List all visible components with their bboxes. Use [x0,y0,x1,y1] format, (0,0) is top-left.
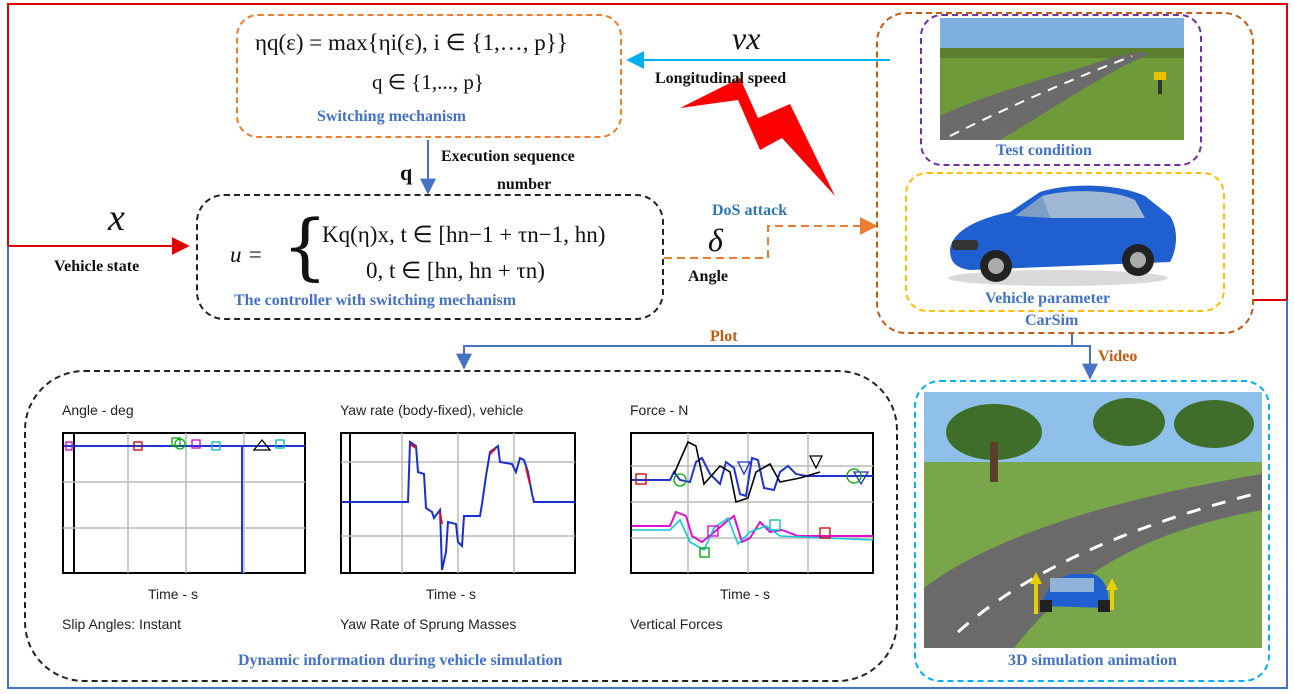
feedback-red-line [7,3,1288,301]
dos-attack-label: DoS attack [712,202,788,219]
plot-2-caption: Yaw Rate of Sprung Masses [340,616,517,632]
test-condition-box [920,14,1202,166]
vehicle-parameter-box [905,172,1225,312]
animation-image [924,392,1262,648]
plot-3-area [630,432,874,574]
speed-label: Longitudinal speed [655,70,787,87]
switching-formula-2: q ∈ {1,..., p} [372,70,484,94]
road-image [940,18,1184,140]
controller-brace: { [282,204,328,288]
sequence-label-2: number [497,176,552,193]
state-symbol: x [108,197,125,239]
angle-symbol: δ [708,222,723,258]
dos-lightning-icon [680,78,835,196]
state-label: Vehicle state [54,258,140,275]
video-label: Video [1098,348,1138,365]
angle-arrow [664,217,878,259]
sequence-symbol: q [400,160,413,185]
controller-box [196,194,664,320]
plot-1-xlabel: Time - s [148,586,199,602]
controller-lhs: u = [230,242,263,267]
plot-2-area [340,432,576,574]
animation-box [914,380,1270,682]
plot-3-caption: Vertical Forces [630,616,723,632]
controller-case-1: Kq(η)x, t ∈ [hn−1 + τn−1, hn) [322,222,606,247]
animation-label: 3D simulation animation [1008,652,1177,669]
plot-1-caption: Slip Angles: Instant [62,616,182,632]
switching-box [236,14,622,138]
sequence-label-1: Execution sequence [441,148,575,165]
dynamic-info-box [24,370,898,682]
controller-case-2: 0, t ∈ [hn, hn + τn) [366,258,545,283]
switching-label: Switching mechanism [317,108,466,125]
angle-label: Angle [688,268,728,285]
plot-1-area [62,432,306,574]
plot-2-title: Yaw rate (body-fixed), vehicle [340,402,524,418]
plot-3-xlabel: Time - s [720,586,771,602]
dynamic-info-label: Dynamic information during vehicle simul… [238,652,563,669]
carsim-box [876,12,1254,334]
plot-1-title: Angle - deg [62,402,134,418]
car-image [948,185,1176,286]
plot-label: Plot [710,328,738,345]
plot-2-xlabel: Time - s [426,586,477,602]
speed-symbol: vx [732,20,761,56]
test-condition-label: Test condition [996,142,1092,159]
plot-arrow [456,332,1073,370]
video-arrow [1072,345,1098,380]
vehicle-parameter-label: Vehicle parameter [985,290,1111,307]
plot-3-title: Force - N [630,402,689,418]
switching-formula-1: ηq(ε) = max{ηi(ε), i ∈ {1,…, p}} [255,30,568,55]
controller-label: The controller with switching mechanism [234,292,517,309]
feedback-blue-line [7,246,1288,689]
carsim-label: CarSim [1025,312,1079,329]
